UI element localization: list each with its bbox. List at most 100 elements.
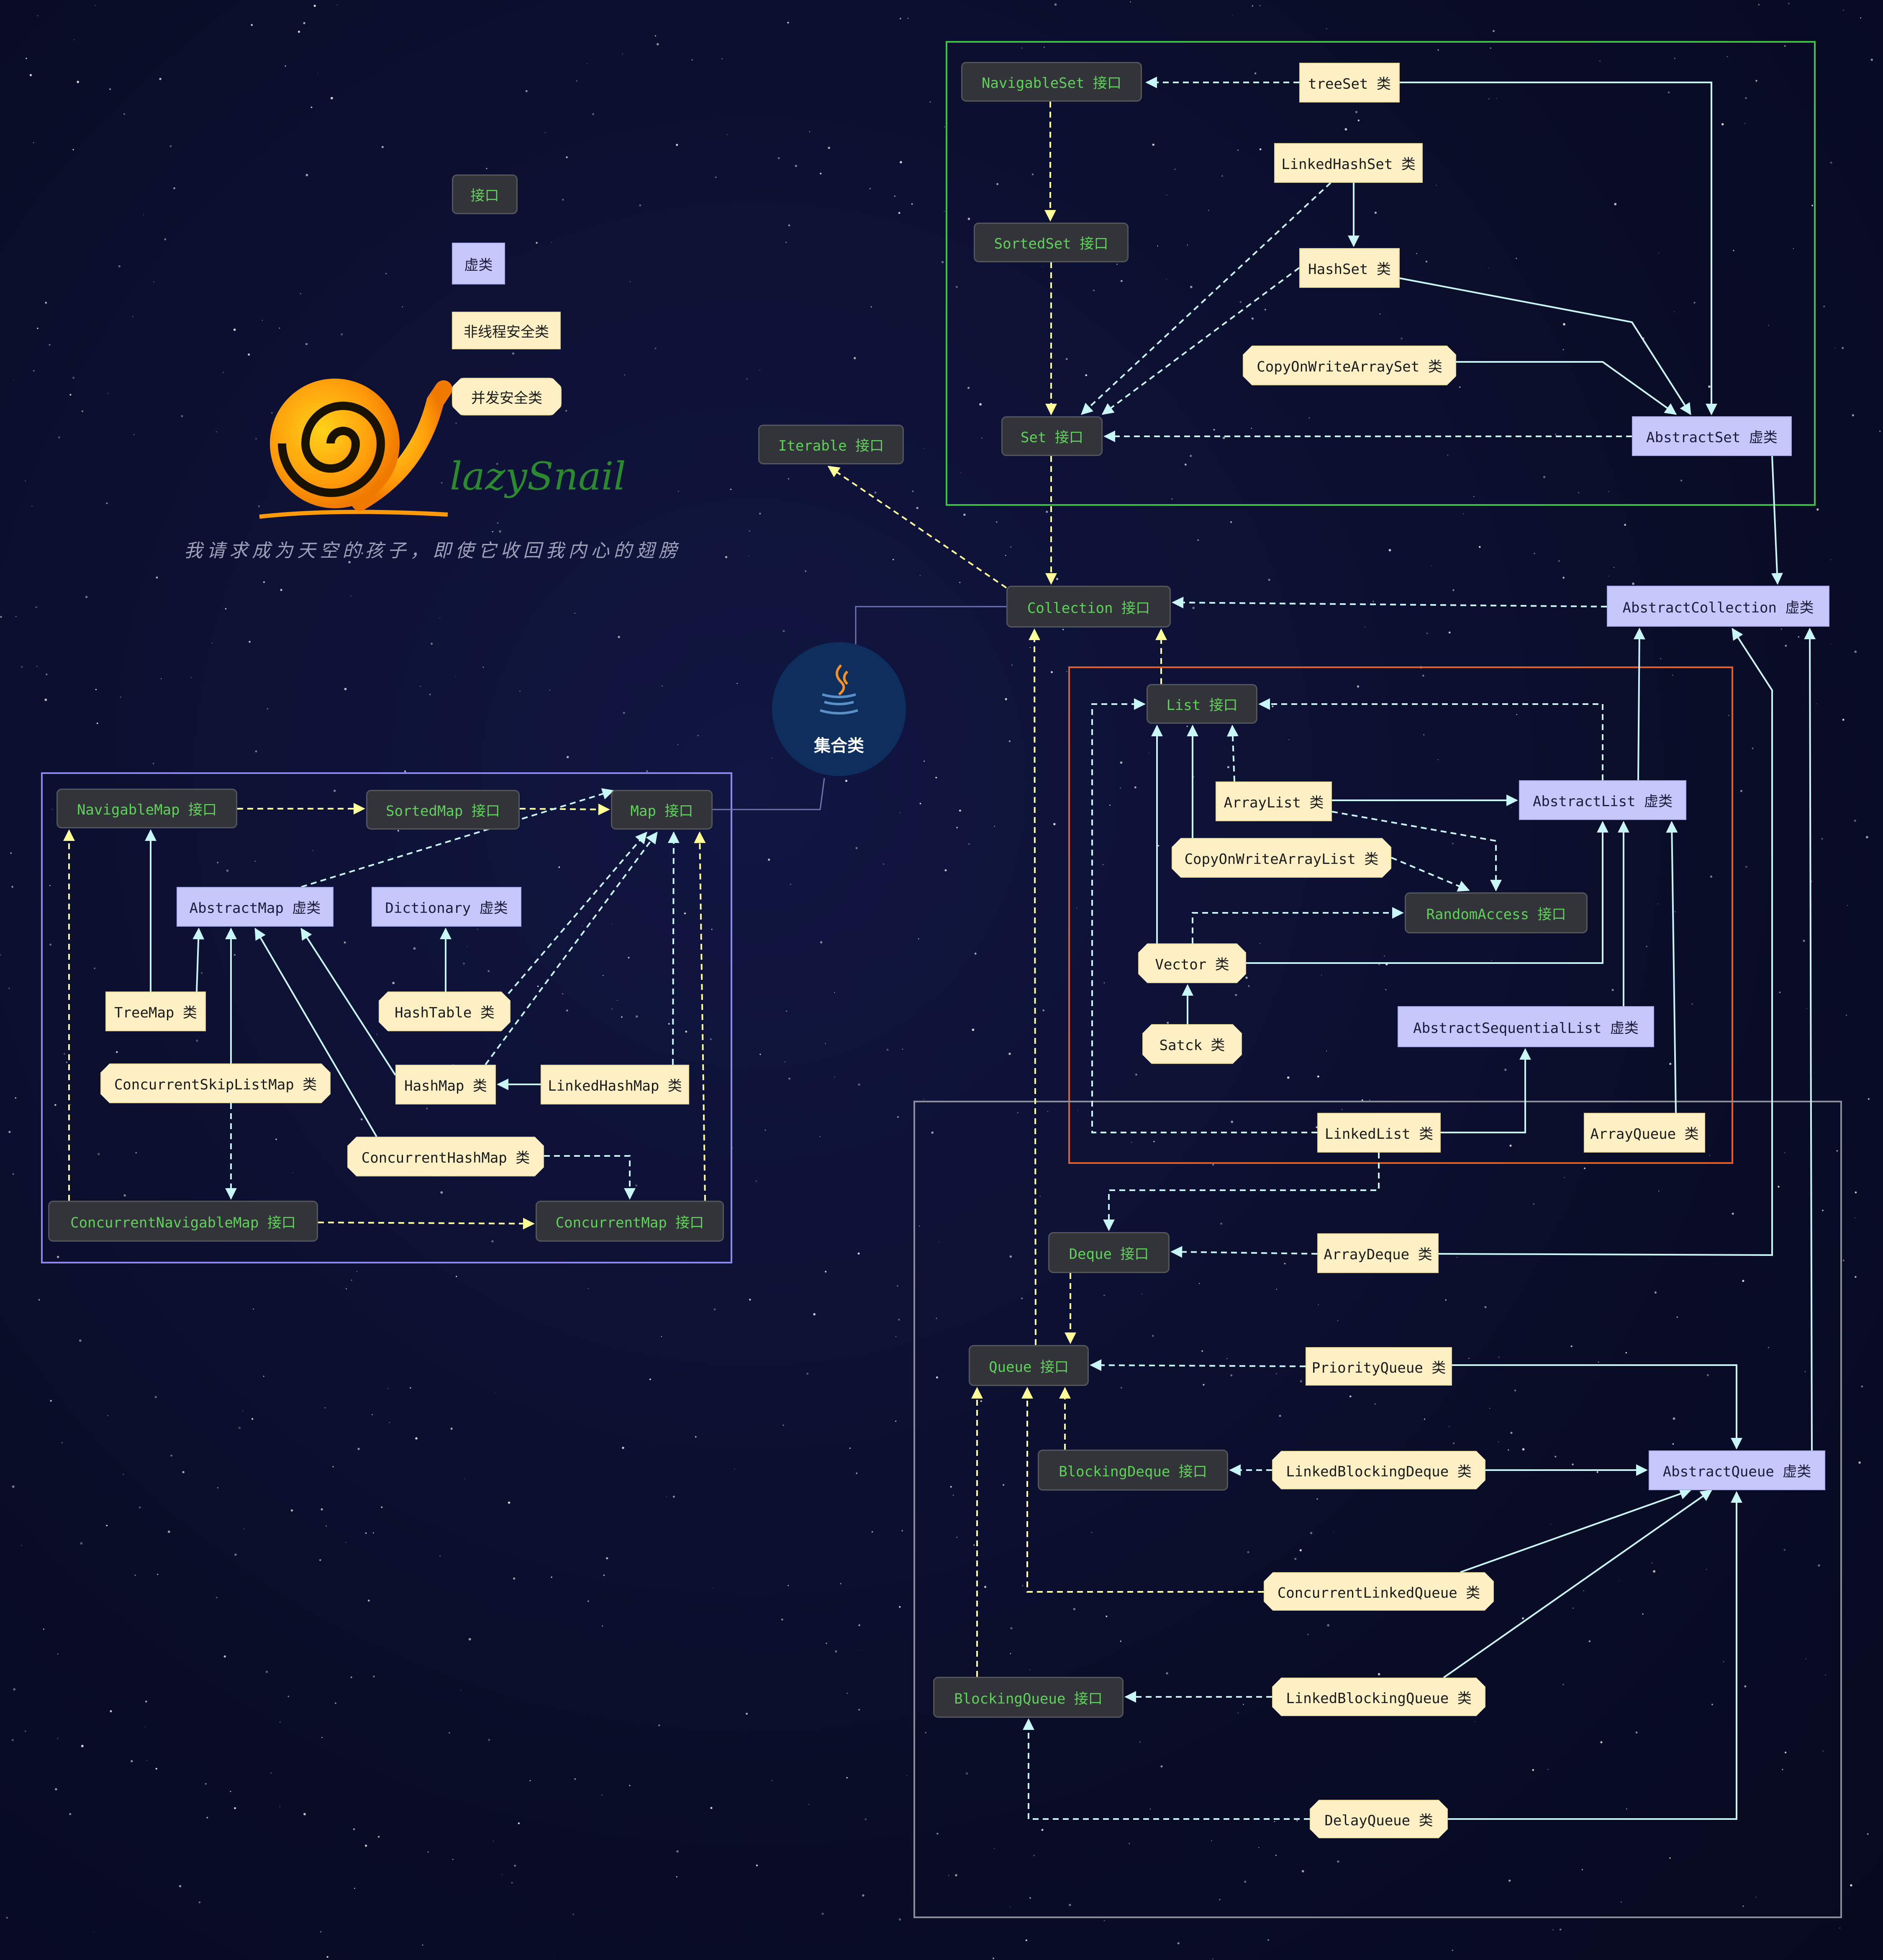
- star: [871, 1531, 873, 1533]
- node-concurrentmap[interactable]: ConcurrentMap 接口: [536, 1201, 724, 1242]
- node-linkedlist[interactable]: LinkedList 类: [1317, 1113, 1441, 1153]
- node-copyonwritearrayset[interactable]: CopyOnWriteArraySet 类: [1243, 346, 1456, 385]
- node-concurrenthashmap[interactable]: ConcurrentHashMap 类: [347, 1137, 544, 1176]
- node-deque[interactable]: Deque 接口: [1048, 1232, 1170, 1273]
- node-queue[interactable]: Queue 接口: [969, 1345, 1089, 1386]
- node-navigableset[interactable]: NavigableSet 接口: [961, 62, 1142, 102]
- star: [967, 218, 970, 220]
- node-vector[interactable]: Vector 类: [1138, 943, 1246, 983]
- node-abstractcollection[interactable]: AbstractCollection 虚类: [1607, 586, 1829, 627]
- node-delayqueue[interactable]: DelayQueue 类: [1310, 1800, 1448, 1838]
- star: [635, 1015, 638, 1018]
- node-list[interactable]: List 接口: [1147, 684, 1257, 724]
- star: [179, 1885, 182, 1888]
- node-linkedblockingdeque[interactable]: LinkedBlockingDeque 类: [1272, 1451, 1485, 1489]
- node-concurrentlinkedqueue[interactable]: ConcurrentLinkedQueue 类: [1264, 1572, 1494, 1611]
- node-linkedhashmap[interactable]: LinkedHashMap 类: [541, 1065, 689, 1104]
- star: [270, 1772, 272, 1774]
- star: [846, 1692, 848, 1694]
- star: [427, 1851, 429, 1853]
- star: [452, 1859, 454, 1860]
- node-arraylist[interactable]: ArrayList 类: [1216, 781, 1332, 821]
- star: [49, 344, 51, 346]
- node-label: PriorityQueue 类: [1311, 1359, 1446, 1376]
- star: [1260, 943, 1261, 944]
- star: [146, 1760, 147, 1761]
- star: [697, 735, 699, 736]
- star: [1184, 464, 1187, 466]
- node-set[interactable]: Set 接口: [1001, 416, 1103, 456]
- node-iterable[interactable]: Iterable 接口: [758, 425, 904, 464]
- star: [1608, 491, 1609, 492]
- node-label: ConcurrentLinkedQueue 类: [1277, 1584, 1480, 1601]
- star: [795, 165, 797, 167]
- star: [1369, 1099, 1371, 1101]
- node-hashset[interactable]: HashSet 类: [1299, 248, 1400, 288]
- star: [912, 490, 914, 492]
- node-abstractset[interactable]: AbstractSet 虚类: [1632, 416, 1792, 456]
- star: [305, 174, 308, 177]
- star: [725, 556, 728, 559]
- node-sortedmap[interactable]: SortedMap 接口: [366, 790, 520, 830]
- star: [1426, 632, 1428, 634]
- node-dictionary[interactable]: Dictionary 虚类: [372, 887, 521, 927]
- node-hashtable[interactable]: HashTable 类: [379, 992, 511, 1031]
- edge-vector-abstractlist: [1246, 821, 1609, 964]
- node-abstractlist[interactable]: AbstractList 虚类: [1519, 780, 1686, 820]
- node-linkedblockingqueue[interactable]: LinkedBlockingQueue 类: [1272, 1678, 1485, 1716]
- star: [1706, 1569, 1707, 1570]
- star: [81, 1745, 84, 1747]
- star: [1850, 1884, 1852, 1887]
- node-priorityqueue[interactable]: PriorityQueue 类: [1306, 1347, 1452, 1386]
- edge-queue-collection: [1029, 628, 1041, 1345]
- star: [952, 1494, 954, 1496]
- star: [1830, 559, 1832, 560]
- edge-linkedhashmap-map: [667, 831, 680, 1065]
- star: [110, 1710, 112, 1712]
- node-map[interactable]: Map 接口: [611, 790, 713, 830]
- star: [1584, 1167, 1585, 1169]
- star: [317, 73, 318, 74]
- star: [1452, 1442, 1455, 1445]
- star: [351, 1279, 352, 1281]
- node-blockingdeque[interactable]: BlockingDeque 接口: [1038, 1450, 1228, 1491]
- node-randomaccess[interactable]: RandomAccess 接口: [1405, 892, 1588, 933]
- node-collection[interactable]: Collection 接口: [1006, 586, 1171, 628]
- node-abstractqueue[interactable]: AbstractQueue 虚类: [1649, 1450, 1825, 1490]
- star: [1437, 49, 1439, 51]
- node-treeset[interactable]: treeSet 类: [1299, 63, 1400, 102]
- star: [994, 1848, 995, 1849]
- node-concurrentnavigablemap[interactable]: ConcurrentNavigableMap 接口: [48, 1201, 318, 1242]
- star: [1583, 1590, 1584, 1591]
- star: [924, 760, 925, 762]
- star: [1522, 1617, 1524, 1619]
- star: [54, 1104, 56, 1106]
- node-hashmap[interactable]: HashMap 类: [395, 1065, 496, 1104]
- node-sortedset[interactable]: SortedSet 接口: [974, 223, 1129, 262]
- star: [1555, 1455, 1557, 1458]
- star: [1333, 1532, 1334, 1533]
- node-navigablemap[interactable]: NavigableMap 接口: [56, 789, 237, 828]
- node-arrayqueue[interactable]: ArrayQueue 类: [1584, 1113, 1705, 1153]
- node-treemap[interactable]: TreeMap 类: [105, 992, 206, 1031]
- star: [1588, 1640, 1591, 1642]
- node-concurrentskiplistmap[interactable]: ConcurrentSkipListMap 类: [100, 1063, 331, 1103]
- node-blockingqueue[interactable]: BlockingQueue 接口: [933, 1677, 1124, 1718]
- star: [1385, 989, 1387, 991]
- edge-linkedlist-abstractsequentiallist: [1441, 1048, 1531, 1133]
- star: [37, 328, 38, 329]
- node-abstractsequentiallist[interactable]: AbstractSequentialList 虚类: [1398, 1006, 1654, 1047]
- star: [759, 512, 761, 515]
- node-copyonwritearraylist[interactable]: CopyOnWriteArrayList 类: [1172, 838, 1391, 878]
- star: [920, 575, 921, 576]
- star: [159, 78, 162, 80]
- star: [449, 1732, 450, 1734]
- star: [118, 265, 121, 268]
- node-arraydeque[interactable]: ArrayDeque 类: [1317, 1233, 1439, 1273]
- star: [345, 1542, 346, 1543]
- star: [1294, 1558, 1297, 1560]
- star: [233, 954, 236, 956]
- node-linkedhashset[interactable]: LinkedHashSet 类: [1274, 143, 1423, 183]
- node-abstractmap[interactable]: AbstractMap 虚类: [177, 887, 334, 927]
- node-satck[interactable]: Satck 类: [1142, 1024, 1242, 1064]
